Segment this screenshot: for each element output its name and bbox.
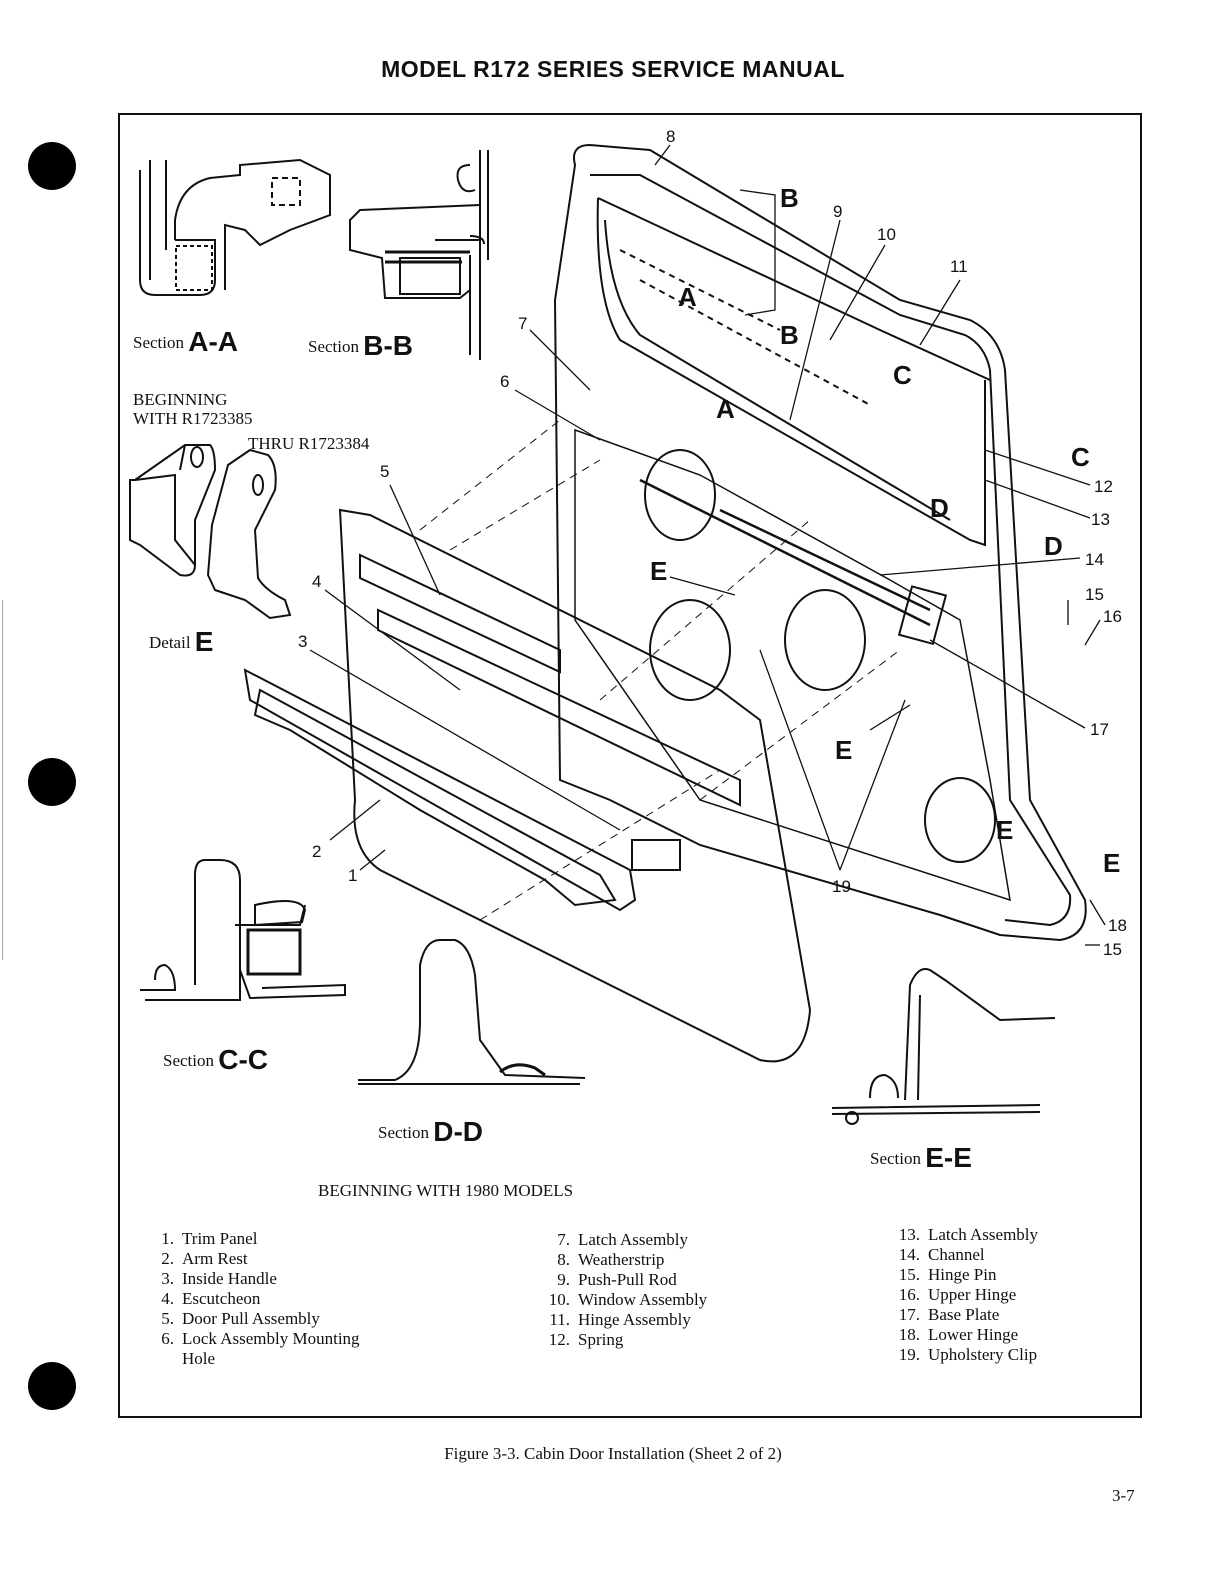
detail-e-label: Detail E <box>149 626 214 657</box>
callout-15-lower: 15 <box>1103 940 1122 959</box>
door-frame-drawing <box>553 143 1087 942</box>
section-bb-label: Section B-B <box>308 330 414 361</box>
callout-1: 1 <box>348 866 358 885</box>
note-beginning-serial: WITH R1723385 <box>133 409 253 428</box>
section-aa-label: Section A-A <box>133 326 239 357</box>
figure-frame <box>118 113 1142 1418</box>
view-letter-e-4: E <box>1103 848 1121 878</box>
callout-10: 10 <box>877 225 896 244</box>
legend-item: 7.Latch Assembly <box>557 1230 689 1249</box>
note-beginning: BEGINNING <box>133 390 228 409</box>
view-letter-e-2: E <box>835 735 853 765</box>
legend-column-3: 13.Latch Assembly 14.Channel 15.Hinge Pi… <box>886 1225 1038 1365</box>
callout-3: 3 <box>298 632 308 651</box>
callout-12: 12 <box>1094 477 1113 496</box>
callout-16: 16 <box>1103 607 1122 626</box>
view-letter-a-upper: A <box>678 282 697 312</box>
legend-item: Hole <box>182 1349 216 1368</box>
legend-item: 4.Escutcheon <box>161 1289 261 1308</box>
legend-item: 5.Door Pull Assembly <box>161 1309 320 1328</box>
legend-item: 18.Lower Hinge <box>898 1325 1019 1344</box>
callout-5: 5 <box>380 462 390 481</box>
page-number: 3-7 <box>1112 1486 1135 1505</box>
binder-hole-top <box>28 142 76 190</box>
trim-panel-drawing <box>338 508 812 1063</box>
callout-11: 11 <box>950 257 968 276</box>
view-letter-e-1: E <box>650 556 668 586</box>
arm-rest-drawing <box>243 668 681 912</box>
legend-item: 13.Latch Assembly <box>898 1225 1039 1244</box>
legend-item: 8.Weatherstrip <box>557 1250 665 1269</box>
legend-item: 2.Arm Rest <box>161 1249 248 1268</box>
legend-item: 16.Upper Hinge <box>898 1285 1017 1304</box>
manual-header: MODEL R172 SERIES SERVICE MANUAL <box>381 56 845 82</box>
legend-item: 1.Trim Panel <box>161 1229 258 1248</box>
section-dd-label: Section D-D <box>378 1116 484 1147</box>
section-ee-drawing <box>831 968 1056 1125</box>
section-cc-drawing <box>140 859 346 1001</box>
binder-hole-middle <box>28 758 76 806</box>
view-letter-a-lower: A <box>716 394 735 424</box>
callout-19: 19 <box>832 877 851 896</box>
callout-8: 8 <box>666 127 676 146</box>
view-letter-d-upper: D <box>930 493 949 523</box>
legend-item: 3.Inside Handle <box>161 1269 277 1288</box>
legend-item: 14.Channel <box>898 1245 985 1264</box>
callout-4: 4 <box>312 572 322 591</box>
legend-item: 6.Lock Assembly Mounting <box>161 1329 360 1348</box>
section-cc-label: Section C-C <box>163 1044 269 1075</box>
leader-lines <box>309 144 1106 946</box>
legend-item: 12.Spring <box>548 1330 624 1349</box>
callout-7: 7 <box>518 314 528 333</box>
section-aa-drawing <box>139 158 331 296</box>
legend-item: 10.Window Assembly <box>548 1290 708 1309</box>
view-letter-b-upper: B <box>780 183 799 213</box>
legend-item: 17.Base Plate <box>898 1305 1000 1324</box>
section-dd-drawing <box>358 939 586 1085</box>
view-letter-d-lower: D <box>1044 531 1063 561</box>
figure-caption: Figure 3-3. Cabin Door Installation (She… <box>444 1444 782 1463</box>
callout-18: 18 <box>1108 916 1127 935</box>
callout-9: 9 <box>833 202 843 221</box>
section-ee-label: Section E-E <box>870 1142 972 1173</box>
view-letter-c-lower: C <box>1071 442 1090 472</box>
binder-hole-bottom <box>28 1362 76 1410</box>
note-thru-serial: THRU R1723384 <box>248 434 370 453</box>
view-letter-c-upper: C <box>893 360 912 390</box>
door-inner-panel-drawing <box>574 428 1011 902</box>
view-letter-b-lower: B <box>780 320 799 350</box>
note-1980-models: BEGINNING WITH 1980 MODELS <box>318 1181 574 1200</box>
page-edge-mark <box>2 600 3 960</box>
legend-column-1: 1.Trim Panel 2.Arm Rest 3.Inside Handle … <box>140 1229 360 1369</box>
section-bb-drawing <box>349 150 489 360</box>
callout-14: 14 <box>1085 550 1104 569</box>
legend-column-2: 7.Latch Assembly 8.Weatherstrip 9.Push-P… <box>536 1230 707 1350</box>
legend-item: 11.Hinge Assembly <box>549 1310 691 1329</box>
legend-item: 9.Push-Pull Rod <box>557 1270 677 1289</box>
dashed-guides <box>419 419 901 921</box>
callout-17: 17 <box>1090 720 1109 739</box>
legend-item: 19.Upholstery Clip <box>898 1345 1038 1364</box>
callout-13: 13 <box>1091 510 1110 529</box>
callout-2: 2 <box>312 842 322 861</box>
callout-6: 6 <box>500 372 510 391</box>
detail-e-drawing <box>129 444 292 620</box>
view-letter-e-3: E <box>996 815 1014 845</box>
callout-15-upper: 15 <box>1085 585 1104 604</box>
legend-item: 15.Hinge Pin <box>898 1265 997 1284</box>
